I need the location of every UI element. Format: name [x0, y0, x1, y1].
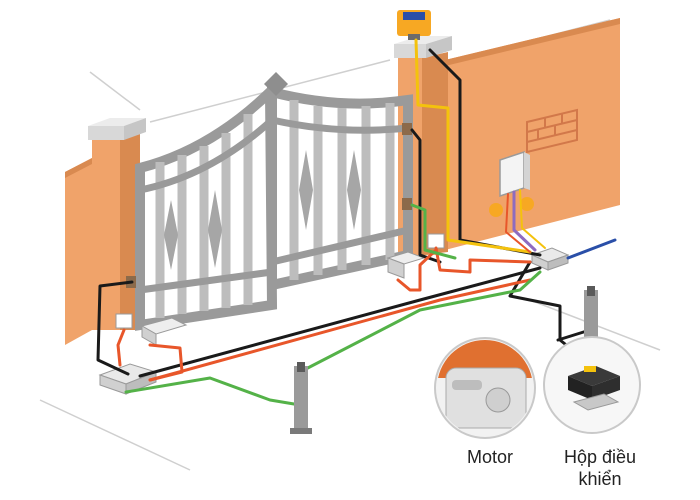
- photocell-post-icon: [290, 362, 312, 434]
- motor-box-right: [427, 233, 445, 249]
- brick-detail: [526, 108, 578, 154]
- control-box-icon: [499, 150, 530, 198]
- indicator-dot-2: [520, 197, 534, 211]
- wiring: [96, 38, 617, 407]
- motor-caption: Motor: [466, 447, 513, 467]
- gate-base-left: [140, 317, 188, 346]
- gate-hinge-motor-right: [402, 123, 412, 210]
- gate-base-right: [386, 251, 426, 279]
- junction-box-right: [530, 247, 570, 271]
- control-box-caption: Hộp điều khiển: [563, 447, 637, 489]
- motor-box-left: [115, 313, 133, 329]
- left-wall: [65, 158, 92, 345]
- right-pillar: [394, 36, 452, 255]
- control-box-inset-icon: [543, 336, 641, 434]
- warning-light-icon: [397, 10, 431, 40]
- gate: [135, 72, 413, 331]
- motor-icon: [434, 337, 536, 439]
- right-wall: [445, 18, 620, 250]
- indicator-dot-1: [489, 203, 503, 217]
